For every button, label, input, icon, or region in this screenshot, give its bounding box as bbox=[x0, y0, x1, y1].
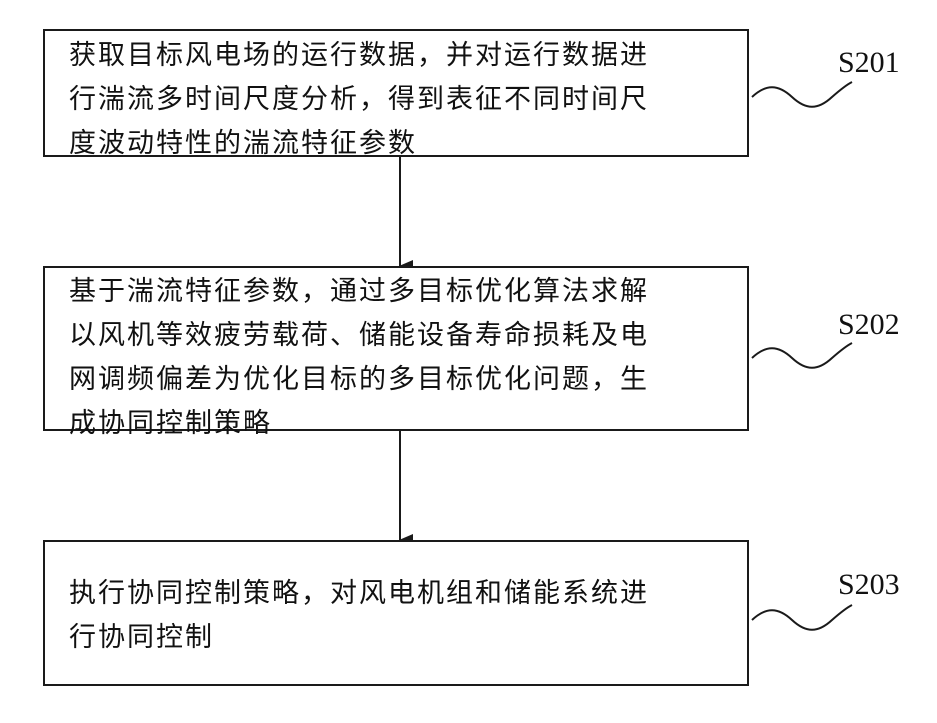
step-text-s203: 执行协同控制策略，对风电机组和储能系统进 行协同控制 bbox=[69, 572, 649, 660]
step-text-s201: 获取目标风电场的运行数据，并对运行数据进 行湍流多时间尺度分析，得到表征不同时间… bbox=[69, 34, 649, 166]
leader-wave-s201 bbox=[752, 82, 852, 107]
step-s202-line-4: 成协同控制策略 bbox=[69, 402, 649, 446]
step-label-s203: S203 bbox=[838, 568, 900, 602]
step-label-s202: S202 bbox=[838, 308, 900, 342]
step-label-s201: S201 bbox=[838, 46, 900, 80]
step-s202-line-1: 基于湍流特征参数，通过多目标优化算法求解 bbox=[69, 270, 649, 314]
step-s203-line-2: 行协同控制 bbox=[69, 616, 649, 660]
step-s202-line-2: 以风机等效疲劳载荷、储能设备寿命损耗及电 bbox=[69, 314, 649, 358]
step-s202-line-3: 网调频偏差为优化目标的多目标优化问题，生 bbox=[69, 358, 649, 402]
leader-wave-s203 bbox=[752, 605, 852, 630]
step-s201-line-2: 行湍流多时间尺度分析，得到表征不同时间尺 bbox=[69, 78, 649, 122]
leader-wave-s202 bbox=[752, 343, 852, 368]
step-s201-line-3: 度波动特性的湍流特征参数 bbox=[69, 122, 649, 166]
step-s203-line-1: 执行协同控制策略，对风电机组和储能系统进 bbox=[69, 572, 649, 616]
step-s201-line-1: 获取目标风电场的运行数据，并对运行数据进 bbox=[69, 34, 649, 78]
step-text-s202: 基于湍流特征参数，通过多目标优化算法求解 以风机等效疲劳载荷、储能设备寿命损耗及… bbox=[69, 270, 649, 446]
